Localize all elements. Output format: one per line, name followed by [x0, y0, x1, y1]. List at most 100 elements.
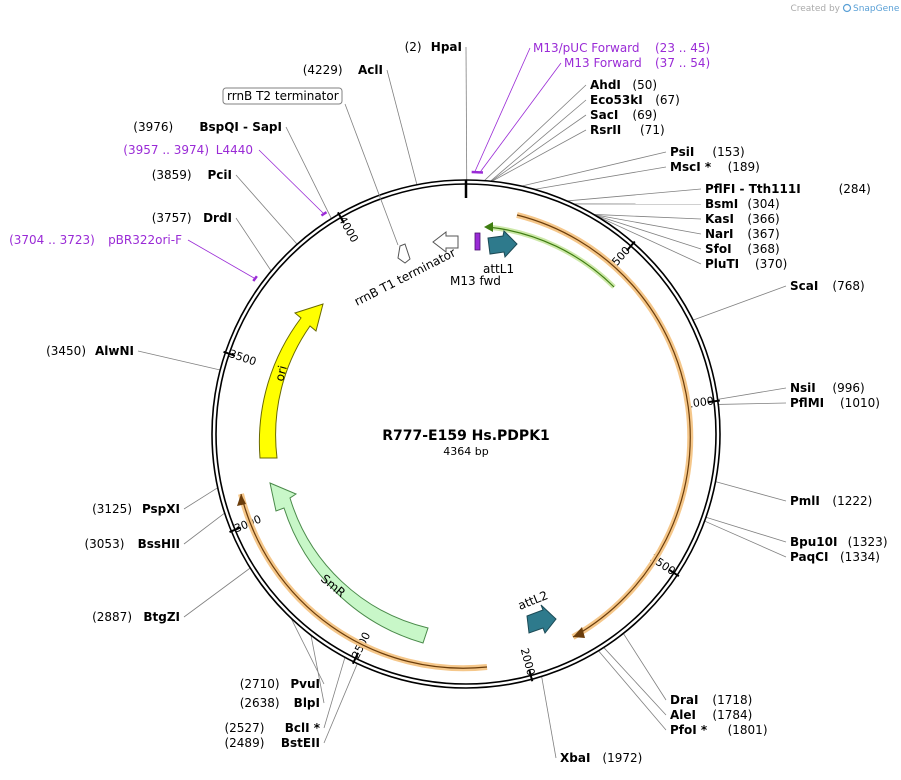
site-bpu10i[interactable]: Bpu10I(1323) — [790, 535, 888, 549]
site-pflfi[interactable]: PflFI - Tth111I(284) — [705, 182, 871, 196]
primer-coord: (3957 .. 3974) — [123, 143, 209, 157]
feature-m13-fwd[interactable]: M13 fwd — [450, 232, 501, 288]
site-leader — [623, 633, 667, 701]
site-name: PciI — [208, 168, 233, 182]
primer-leader — [258, 149, 325, 215]
feature-ori[interactable]: ori — [258, 303, 324, 459]
primer-mark — [320, 211, 328, 217]
site-nari[interactable]: NarI(367) — [705, 227, 780, 241]
attl1-label: attL1 — [483, 262, 514, 276]
primer-m13-forward[interactable]: M13 Forward(37 .. 54) — [476, 56, 710, 174]
site-btgzi[interactable]: BtgZI(2887) — [92, 610, 180, 624]
rrnb-t1-arrow — [432, 230, 459, 254]
site-name: BssHII — [138, 537, 180, 551]
feature-attl1[interactable]: attL1 — [483, 229, 518, 276]
site-alei[interactable]: AleI(1784) — [670, 708, 752, 722]
site-leader — [183, 512, 225, 545]
site-blpi[interactable]: BlpI(2638) — [240, 696, 320, 710]
site-pmli[interactable]: PmlI(1222) — [790, 494, 872, 508]
scale-tick-label: 4000 — [336, 214, 361, 245]
site-coord: (366) — [747, 212, 779, 226]
ori-label: ori — [272, 364, 290, 383]
site-drdi[interactable]: DrdI(3757) — [152, 211, 232, 225]
scale-tick-label: 2000 — [518, 647, 538, 677]
feature-attl2[interactable]: attL2 — [516, 588, 557, 634]
site-coord: (3125) — [92, 502, 132, 516]
primer-l4440[interactable]: L4440(3957 .. 3974) — [123, 143, 328, 217]
ori-arrow — [258, 303, 324, 459]
site-acli[interactable]: AclI(4229) — [303, 63, 383, 77]
site-leader — [593, 214, 702, 235]
site-pluti[interactable]: PluTI(370) — [705, 257, 787, 271]
site-leader — [490, 99, 587, 182]
m13-fwd-label: M13 fwd — [450, 274, 501, 288]
site-bsteii[interactable]: BstEII(2489) — [224, 736, 320, 750]
site-pspxi[interactable]: PspXI(3125) — [92, 502, 180, 516]
site-alwni[interactable]: AlwNI(3450) — [46, 344, 134, 358]
site-coord: (189) — [728, 160, 760, 174]
site-leader — [235, 217, 272, 272]
site-nsii[interactable]: NsiI(996) — [790, 381, 865, 395]
site-leader — [541, 676, 557, 759]
site-leader — [718, 402, 787, 405]
site-leader — [594, 214, 702, 265]
site-name: HpaI — [431, 40, 462, 54]
site-saci[interactable]: SacI(69) — [590, 108, 657, 122]
scale-tick-label: 3500 — [227, 347, 258, 368]
scale-tick — [337, 211, 345, 224]
site-bsmi[interactable]: BsmI(304) — [705, 197, 780, 211]
scale-tick — [223, 350, 236, 357]
scale-tick — [528, 669, 534, 682]
site-leader — [235, 174, 298, 245]
scale-tick-label: 1000 — [685, 394, 714, 411]
orf-arrowhead-1 — [573, 627, 585, 638]
primer-mark — [252, 275, 258, 282]
site-pvui[interactable]: PvuI(2710) — [240, 677, 320, 691]
primer-m13-puc-forward[interactable]: M13/pUC Forward(23 .. 45) — [471, 41, 711, 174]
primer-pbr322ori-f[interactable]: pBR322ori-F(3704 .. 3723) — [9, 233, 258, 282]
site-bsshii[interactable]: BssHII(3053) — [84, 537, 180, 551]
site-pcii[interactable]: PciI(3859) — [152, 168, 232, 182]
site-coord: (69) — [632, 108, 657, 122]
primer-name: M13/pUC Forward — [533, 41, 640, 55]
site-leader — [137, 350, 221, 371]
scale-tick — [229, 526, 241, 533]
site-ahdi[interactable]: AhdI(50) — [590, 78, 657, 92]
site-bcli[interactable]: BclI *(2527) — [224, 721, 320, 735]
site-rsrii[interactable]: RsrII(71) — [590, 123, 665, 137]
site-coord: (768) — [832, 279, 864, 293]
site-bspqi[interactable]: BspQI - SapI(3976) — [133, 120, 282, 134]
site-psii[interactable]: PsiI(153) — [670, 145, 745, 159]
site-xbai[interactable]: XbaI(1972) — [560, 751, 642, 765]
site-labels: HpaI(2) AhdI(50)Eco53kI(67)SacI(69)RsrII(… — [9, 40, 887, 765]
feature-smr[interactable]: SmR — [269, 482, 429, 644]
attl1-arrow — [487, 229, 518, 259]
site-drai[interactable]: DraI(1718) — [670, 693, 752, 707]
primer-name: M13 Forward — [564, 56, 642, 70]
site-hpai[interactable]: HpaI(2) — [405, 40, 462, 54]
scale-tick — [626, 240, 636, 252]
site-leader — [594, 214, 702, 250]
smr-arrow — [269, 482, 429, 644]
site-leader — [465, 46, 468, 181]
site-coord: (3976) — [133, 120, 173, 134]
site-paqci[interactable]: PaqCI(1334) — [790, 550, 880, 564]
site-msci[interactable]: MscI *(189) — [670, 160, 760, 174]
site-leader — [183, 567, 251, 618]
snapgene-credit: Created by SnapGene — [790, 3, 900, 14]
site-coord: (1334) — [840, 550, 880, 564]
site-pfoi[interactable]: PfoI *(1801) — [670, 723, 768, 737]
site-name: NarI — [705, 227, 734, 241]
site-coord: (1010) — [840, 396, 880, 410]
site-leader-lines — [137, 46, 787, 759]
site-eco53ki[interactable]: Eco53kI(67) — [590, 93, 680, 107]
site-name: Bpu10I — [790, 535, 837, 549]
credit-prefix: Created by — [790, 4, 840, 14]
site-scai[interactable]: ScaI(768) — [790, 279, 865, 293]
feature-rrnb-t2-terminator[interactable]: rrnB T2 terminator — [222, 87, 411, 264]
site-kasi[interactable]: KasI(366) — [705, 212, 780, 226]
site-sfoi[interactable]: SfoI(368) — [705, 242, 780, 256]
site-coord: (153) — [712, 145, 744, 159]
site-name: NsiI — [790, 381, 816, 395]
site-pflmi[interactable]: PflMI(1010) — [790, 396, 880, 410]
